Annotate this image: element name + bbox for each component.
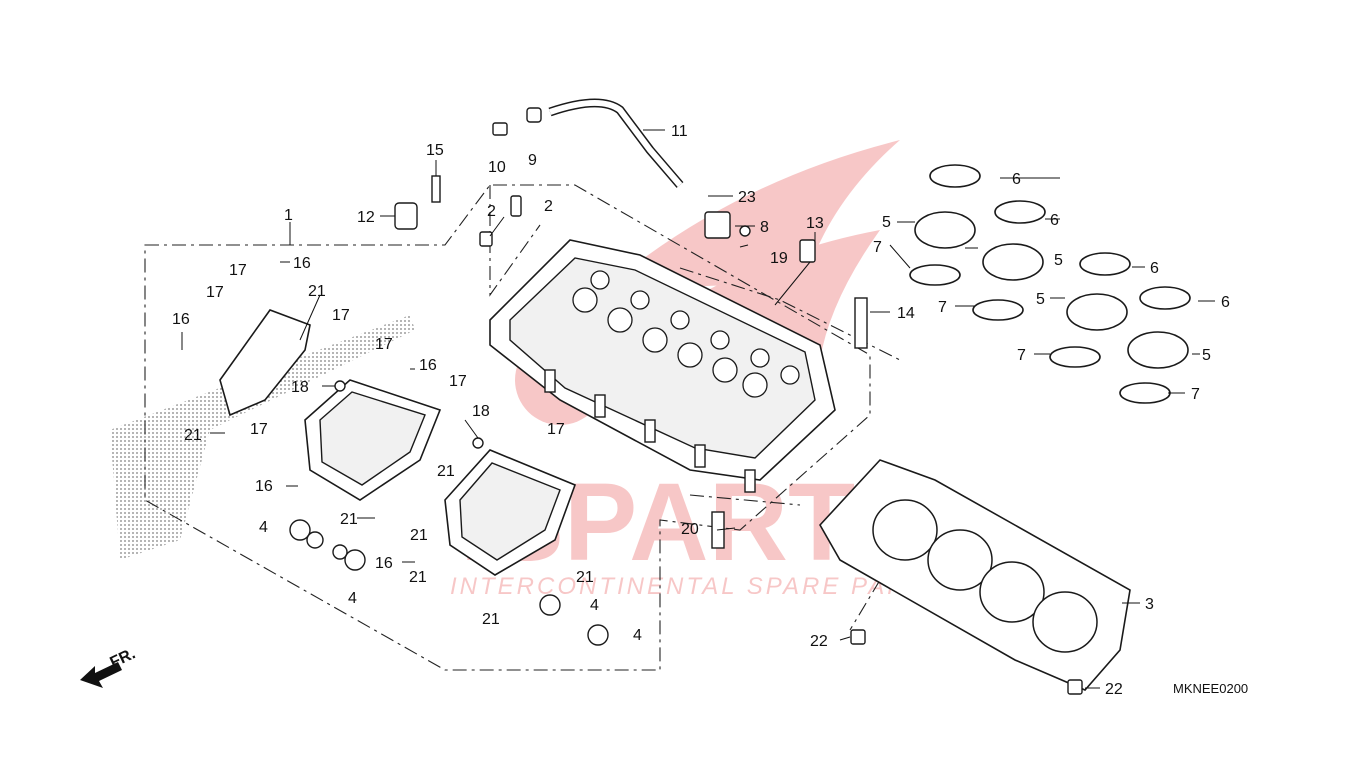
callout-7: 7 bbox=[1191, 386, 1200, 403]
callout-12: 12 bbox=[357, 209, 375, 226]
callout-16: 16 bbox=[172, 311, 190, 328]
callout-6: 6 bbox=[1050, 212, 1059, 229]
callout-4: 4 bbox=[259, 519, 268, 536]
callout-5: 5 bbox=[1202, 347, 1211, 364]
callout-21: 21 bbox=[340, 511, 358, 528]
callouts: 1 2 2 3 4 4 4 4 5 5 5 5 6 6 6 6 7 7 7 7 … bbox=[172, 123, 1230, 698]
callout-17: 17 bbox=[206, 284, 224, 301]
callout-22: 22 bbox=[1105, 681, 1123, 698]
front-arrow: FR. bbox=[80, 645, 138, 688]
leader-lines bbox=[181, 129, 1215, 689]
camshaft-holder-left bbox=[304, 379, 442, 501]
diagram-code: MKNEE0200 bbox=[1173, 681, 1248, 696]
callout-2: 2 bbox=[544, 198, 553, 215]
callout-21: 21 bbox=[184, 427, 202, 444]
callout-7: 7 bbox=[873, 239, 882, 256]
callout-1: 1 bbox=[284, 207, 293, 224]
cylinder-head bbox=[489, 239, 836, 493]
callout-6: 6 bbox=[1150, 260, 1159, 277]
callout-14: 14 bbox=[897, 305, 915, 322]
callout-15: 15 bbox=[426, 142, 444, 159]
callout-6: 6 bbox=[1012, 171, 1021, 188]
watermark-tagline: INTERCONTINENTAL SPARE PARTS bbox=[450, 573, 944, 600]
callout-17: 17 bbox=[332, 307, 350, 324]
camshaft-holder-right bbox=[444, 449, 577, 576]
callout-4: 4 bbox=[633, 627, 642, 644]
shaded-area bbox=[110, 315, 415, 560]
callout-3: 3 bbox=[1145, 596, 1154, 613]
intake-boots bbox=[909, 164, 1191, 404]
callout-4: 4 bbox=[348, 590, 357, 607]
callout-2: 2 bbox=[487, 203, 496, 220]
callout-13: 13 bbox=[806, 215, 824, 232]
callout-11: 11 bbox=[671, 123, 688, 140]
callout-8: 8 bbox=[760, 219, 769, 236]
head-gasket bbox=[819, 459, 1131, 691]
callout-6: 6 bbox=[1221, 294, 1230, 311]
callout-4: 4 bbox=[590, 597, 599, 614]
callout-18: 18 bbox=[291, 379, 309, 396]
callout-21: 21 bbox=[437, 463, 455, 480]
callout-16: 16 bbox=[419, 357, 437, 374]
callout-5: 5 bbox=[1054, 252, 1063, 269]
camshaft-holder-small bbox=[219, 309, 311, 417]
callout-10: 10 bbox=[488, 159, 506, 176]
callout-17: 17 bbox=[229, 262, 247, 279]
small-parts bbox=[289, 107, 1083, 695]
callout-21: 21 bbox=[409, 569, 427, 586]
callout-19: 19 bbox=[770, 250, 788, 267]
callout-23: 23 bbox=[738, 189, 756, 206]
callout-16: 16 bbox=[375, 555, 393, 572]
callout-20: 20 bbox=[681, 521, 699, 538]
callout-17: 17 bbox=[547, 421, 565, 438]
callout-16: 16 bbox=[255, 478, 273, 495]
callout-21: 21 bbox=[410, 527, 428, 544]
front-label: FR. bbox=[108, 645, 139, 671]
callout-17: 17 bbox=[250, 421, 268, 438]
callout-7: 7 bbox=[938, 299, 947, 316]
callout-16: 16 bbox=[293, 255, 311, 272]
callout-21: 21 bbox=[482, 611, 500, 628]
callout-5: 5 bbox=[1036, 291, 1045, 308]
breather-hose bbox=[548, 98, 684, 188]
callout-21: 21 bbox=[576, 569, 594, 586]
callout-9: 9 bbox=[528, 152, 537, 169]
callout-5: 5 bbox=[882, 214, 891, 231]
callout-17: 17 bbox=[449, 373, 467, 390]
callout-17: 17 bbox=[375, 336, 393, 353]
callout-7: 7 bbox=[1017, 347, 1026, 364]
callout-22: 22 bbox=[810, 633, 828, 650]
callout-21: 21 bbox=[308, 283, 326, 300]
callout-18: 18 bbox=[472, 403, 490, 420]
